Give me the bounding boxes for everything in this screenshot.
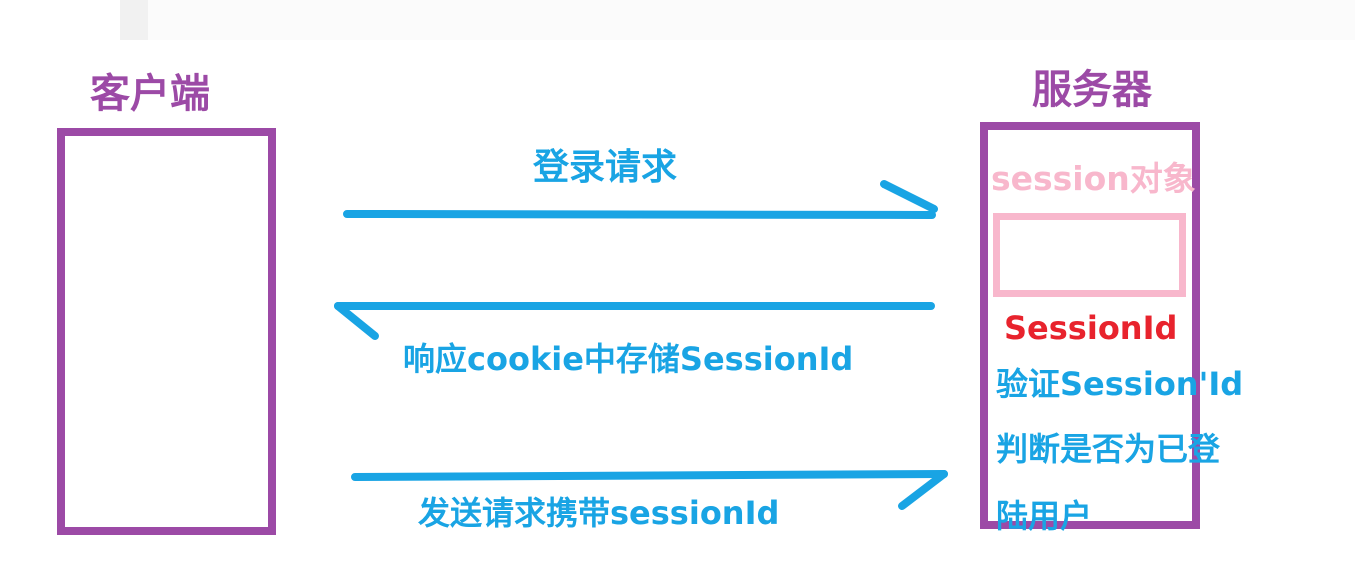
response-cookie-arrow <box>334 302 935 340</box>
top-strip-edge <box>120 0 148 40</box>
verify-session-id-text: 验证Session'Id <box>996 365 1244 403</box>
client-box <box>57 128 276 535</box>
response-cookie-label: 响应cookie中存储SessionId <box>403 340 854 378</box>
server-box <box>980 122 1200 529</box>
login-request-arrow <box>343 180 938 219</box>
server-title: 服务器 <box>1032 67 1152 113</box>
logged-in-user-text: 陆用户 <box>996 497 1093 535</box>
login-request-label: 登录请求 <box>533 147 678 188</box>
session-object-box <box>993 213 1186 297</box>
session-id-label: SessionId <box>1004 309 1178 347</box>
top-strip <box>120 0 1355 40</box>
session-object-label: session对象 <box>991 159 1196 198</box>
client-title: 客户端 <box>90 71 210 117</box>
judge-logged-in-text: 判断是否为已登 <box>996 430 1221 468</box>
send-request-label: 发送请求携带sessionId <box>418 494 780 532</box>
send-request-arrow <box>351 470 948 510</box>
